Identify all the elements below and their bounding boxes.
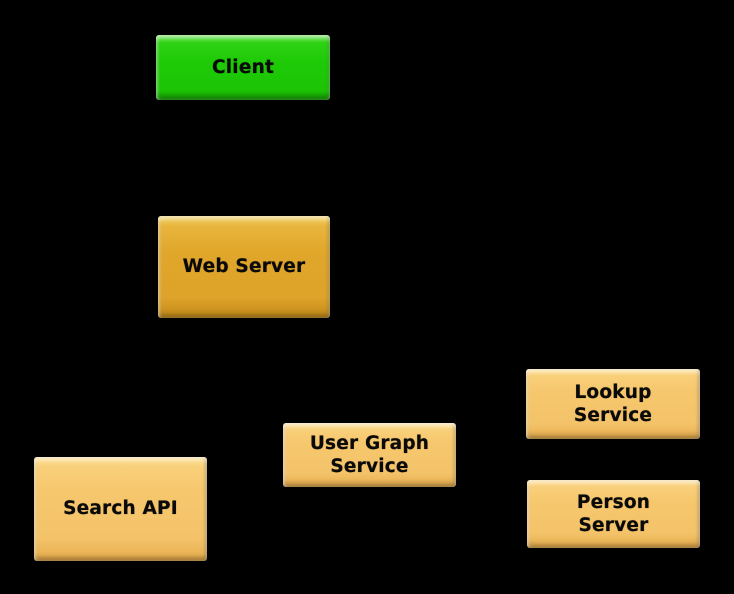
node-search-api[interactable]: Search API [34,457,207,561]
node-user-graph-service-label-line-1: User Graph [309,432,430,454]
node-lookup-service-label-line-2: Service [573,405,653,426]
node-person-server-label-line-2: Server [578,515,649,536]
node-user-graph-service[interactable]: User Graph Service [283,423,456,487]
node-web-server-label: Web Server [182,256,306,278]
node-client-label: Client [211,56,275,78]
node-person-server[interactable]: Person Server [527,480,700,548]
node-user-graph-service-label-line-2: Service [330,456,409,477]
node-lookup-service-label-line-1: Lookup [574,381,652,403]
node-lookup-service[interactable]: Lookup Service [526,369,700,439]
node-person-server-label-line-1: Person [576,491,651,513]
node-web-server[interactable]: Web Server [158,216,330,318]
node-client[interactable]: Client [156,35,330,100]
node-search-api-label: Search API [63,498,178,520]
